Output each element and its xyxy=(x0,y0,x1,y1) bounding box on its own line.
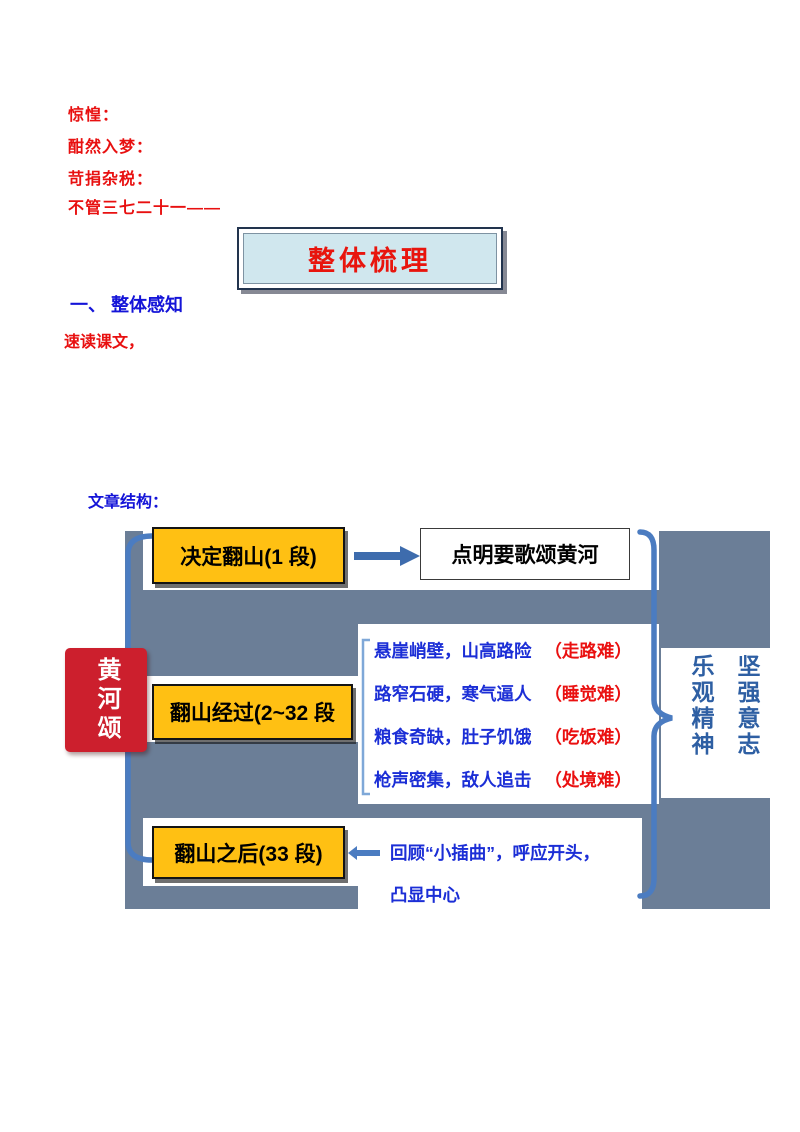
vocab-item-3: 苛捐杂税： xyxy=(68,171,154,188)
row3-note-line2: 凸显中心 xyxy=(390,885,460,905)
vocab-item-4: 不管三七二十一—— xyxy=(68,200,222,217)
detail-2-tag: （睡觉难） xyxy=(544,684,632,704)
root-box: 黄河颂 xyxy=(65,648,147,752)
detail-2-text: 路窄石硬，寒气逼人 xyxy=(374,684,532,704)
banner-box: 整体梳理 xyxy=(237,227,503,290)
right-brace-icon xyxy=(636,528,676,900)
row2-stage-box: 翻山经过(2~32 段 xyxy=(152,684,353,740)
detail-3-text: 粮食奇缺，肚子饥饿 xyxy=(374,727,532,747)
row2-stage-label: 翻山经过(2~32 段 xyxy=(169,702,336,725)
conclusion-right-column: 坚强意志 xyxy=(734,654,760,758)
row1-note-text: 点明要歌颂黄河 xyxy=(451,544,599,567)
vocab-item-1: 惊惶： xyxy=(68,107,120,124)
row1-stage-box: 决定翻山(1 段) xyxy=(152,527,345,584)
right-arrow-icon xyxy=(352,545,422,567)
row1-stage-label: 决定翻山(1 段) xyxy=(180,545,317,569)
left-arrow-icon xyxy=(346,844,382,862)
detail-bracket-icon xyxy=(358,638,372,796)
row1-note-box: 点明要歌颂黄河 xyxy=(420,528,630,580)
banner-title: 整体梳理 xyxy=(308,246,432,276)
detail-line-4: 枪声密集，敌人追击 （处境难） xyxy=(374,759,632,802)
detail-4-text: 枪声密集，敌人追击 xyxy=(374,770,532,790)
detail-4-tag: （处境难） xyxy=(544,770,632,790)
section-heading: 一、 整体感知 xyxy=(70,295,184,315)
detail-1-text: 悬崖峭壁，山高路险 xyxy=(374,641,532,661)
detail-3-tag: （吃饭难） xyxy=(544,727,632,747)
row3-stage-label: 翻山之后(33 段) xyxy=(174,842,323,866)
conclusion-strip xyxy=(661,648,770,798)
section-instruction: 速读课文， xyxy=(64,334,145,351)
detail-line-3: 粮食奇缺，肚子饥饿 （吃饭难） xyxy=(374,716,632,759)
row2-detail-list: 悬崖峭壁，山高路险 （走路难） 路窄石硬，寒气逼人 （睡觉难） 粮食奇缺，肚子饥… xyxy=(374,630,632,802)
vocab-item-2: 酣然入梦： xyxy=(68,139,154,156)
conclusion-text: 坚强意志 乐观精神 xyxy=(672,654,764,799)
row3-stage-box: 翻山之后(33 段) xyxy=(152,826,345,879)
row3-note-strip xyxy=(358,818,642,936)
detail-1-tag: （走路难） xyxy=(544,641,632,661)
detail-line-1: 悬崖峭壁，山高路险 （走路难） xyxy=(374,630,632,673)
conclusion-left-column: 乐观精神 xyxy=(688,654,714,758)
banner-inner: 整体梳理 xyxy=(243,233,497,284)
detail-line-2: 路窄石硬，寒气逼人 （睡觉难） xyxy=(374,673,632,716)
structure-label: 文章结构： xyxy=(88,494,169,511)
root-label: 黄河颂 xyxy=(93,656,120,744)
row2-detail-strip xyxy=(358,624,659,804)
row3-note-line1: 回顾“小插曲”，呼应开头， xyxy=(390,843,600,863)
